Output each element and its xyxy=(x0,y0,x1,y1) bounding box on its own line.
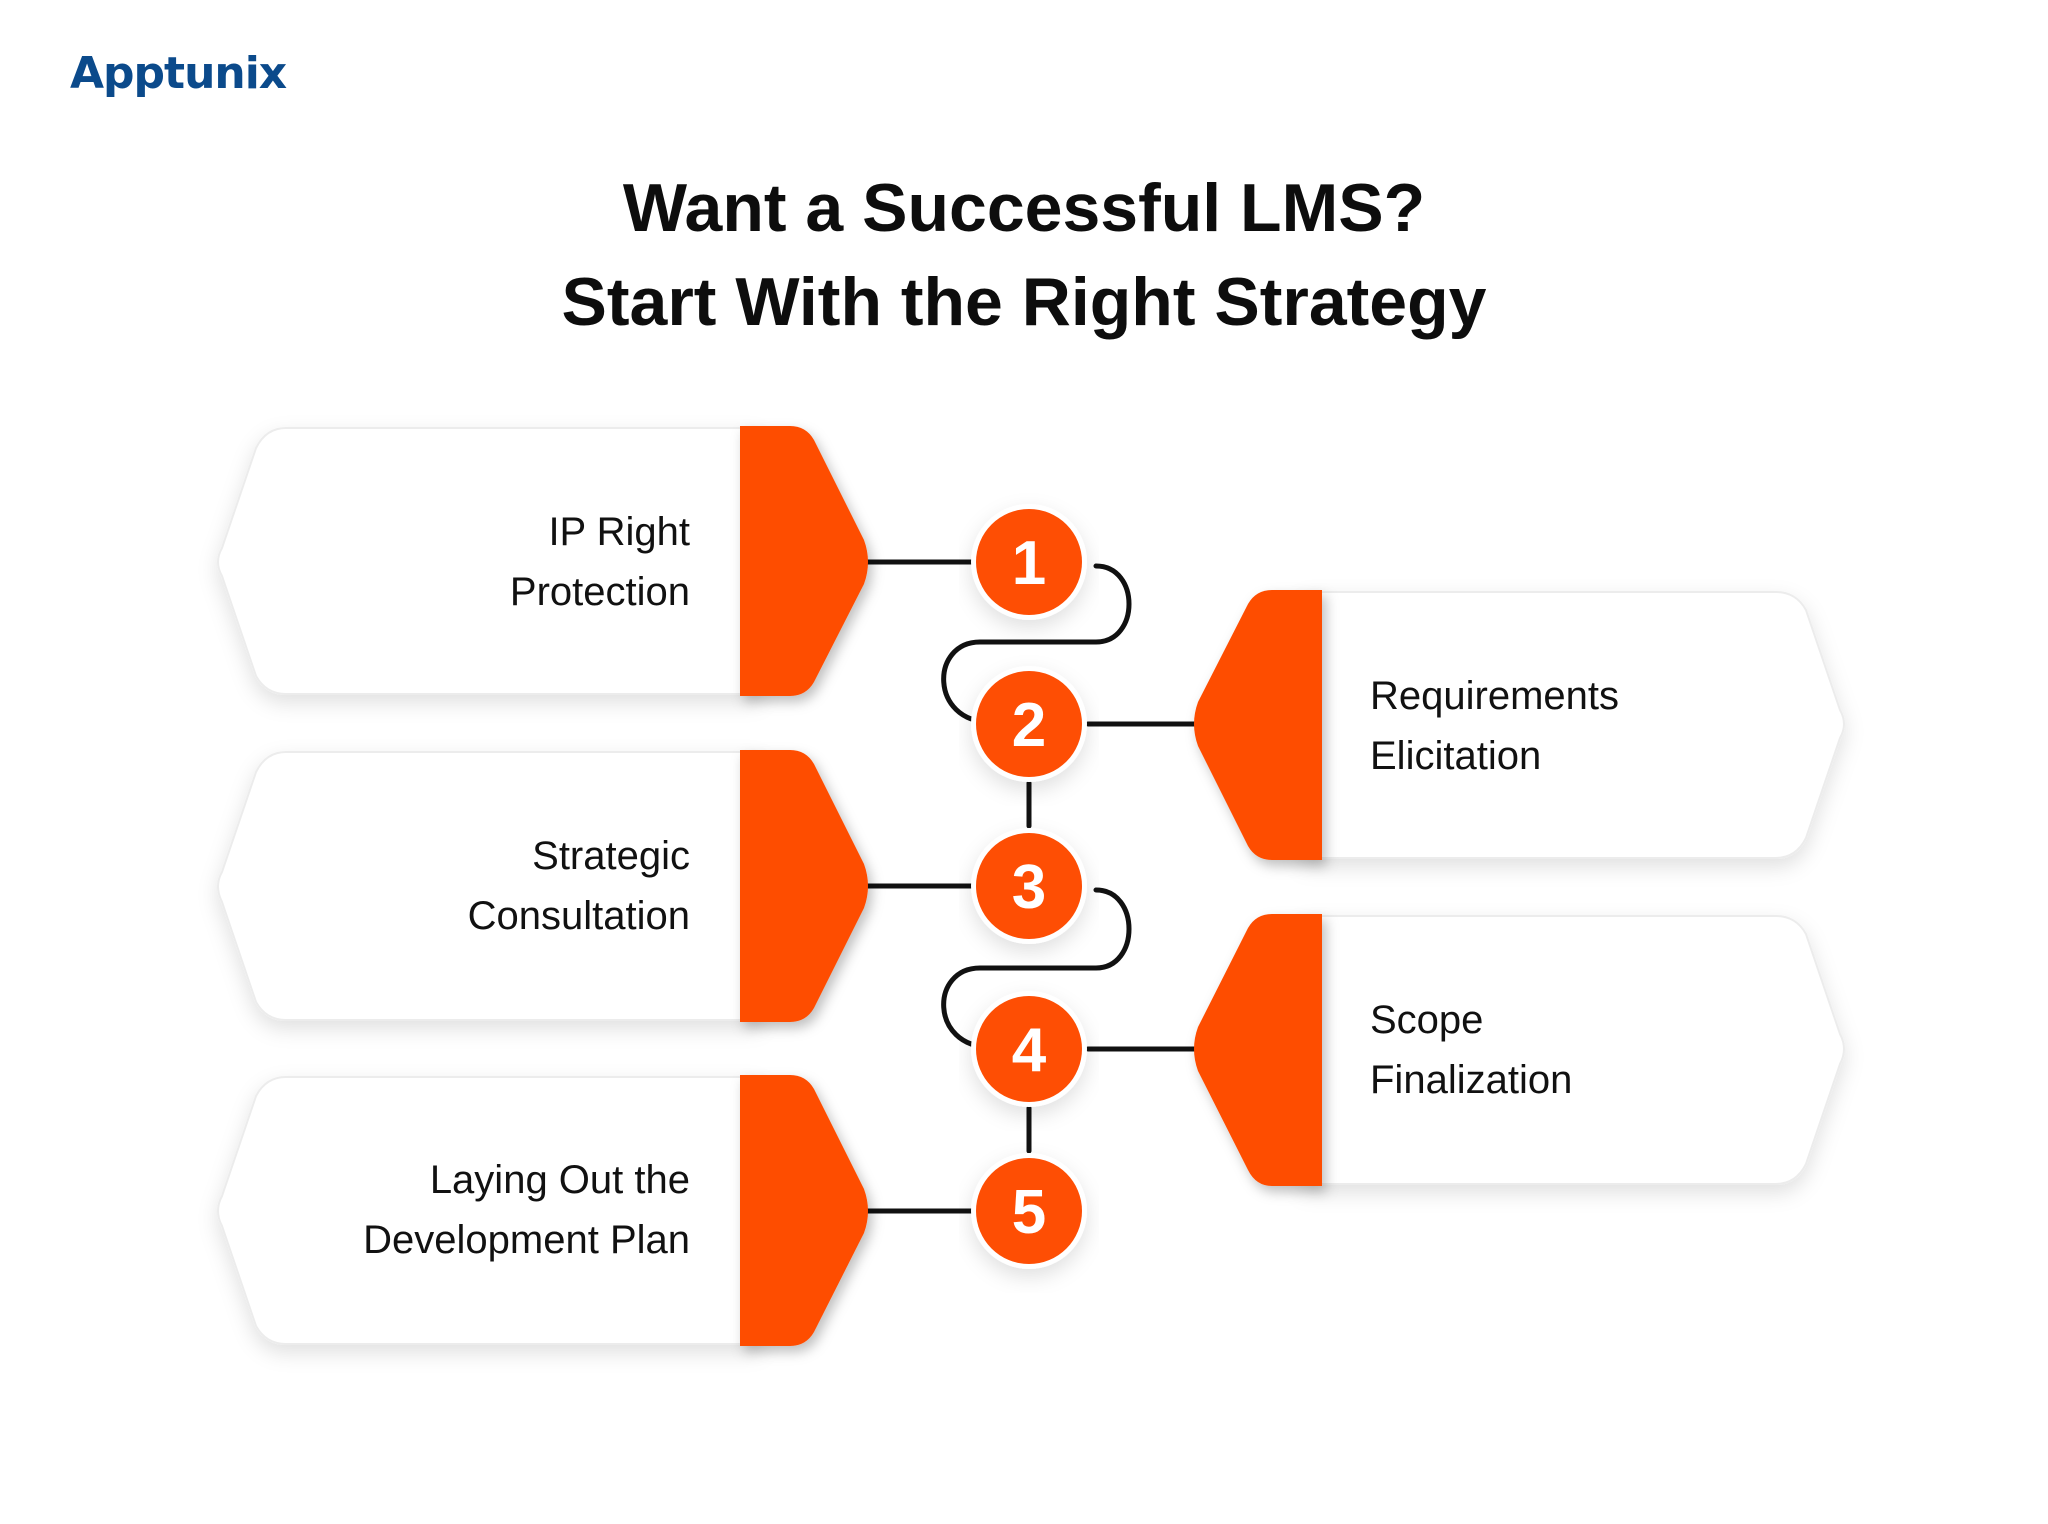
brand-name: Apptunix xyxy=(70,48,287,99)
step-card-5 xyxy=(217,1075,868,1346)
step-number-2: 2 xyxy=(971,666,1087,782)
step-label-4: Scope Finalization xyxy=(1370,990,1790,1110)
card-body xyxy=(1301,915,1845,1185)
card-body xyxy=(217,427,761,695)
card-tab xyxy=(740,750,868,1022)
step-number-4-text: 4 xyxy=(1012,1016,1047,1085)
step-number-5: 5 xyxy=(971,1153,1087,1269)
page-title-line-2: Start With the Right Strategy xyxy=(561,264,1487,340)
page-title-line-1: Want a Successful LMS? xyxy=(622,170,1426,246)
step-label-1-line-1: IP Right xyxy=(548,510,690,554)
step-label-3-line-2: Consultation xyxy=(467,894,690,938)
step-label-1-line-2: Protection xyxy=(509,570,690,614)
card-body xyxy=(217,751,761,1021)
step-card-1 xyxy=(217,426,868,696)
card-tab xyxy=(740,426,868,696)
step-label-1: IP Right Protection xyxy=(300,502,690,622)
card-tab xyxy=(1194,590,1322,860)
step-number-1-text: 1 xyxy=(1012,529,1046,598)
step-label-2-line-1: Requirements xyxy=(1370,674,1620,718)
brand-logo: Apptunix xyxy=(70,48,287,99)
card-body xyxy=(217,1076,761,1345)
step-label-2-line-2: Elicitation xyxy=(1370,734,1542,778)
step-label-3-line-1: Strategic xyxy=(532,834,690,878)
step-number-1: 1 xyxy=(971,504,1087,620)
step-label-5-line-2: Development Plan xyxy=(363,1218,690,1262)
step-number-3-text: 3 xyxy=(1012,853,1046,922)
step-number-5-text: 5 xyxy=(1012,1178,1046,1247)
step-label-5-line-1: Laying Out the xyxy=(429,1158,690,1202)
card-tab xyxy=(1194,914,1322,1186)
step-label-5: Laying Out the Development Plan xyxy=(300,1150,690,1270)
step-label-4-line-2: Finalization xyxy=(1370,1058,1573,1102)
step-label-2: Requirements Elicitation xyxy=(1370,666,1790,786)
step-label-4-line-1: Scope xyxy=(1370,998,1484,1042)
step-label-3: Strategic Consultation xyxy=(300,826,690,946)
step-card-3 xyxy=(217,750,868,1022)
step-number-3: 3 xyxy=(971,828,1087,944)
step-card-2 xyxy=(1194,590,1845,860)
step-card-4 xyxy=(1194,914,1845,1186)
card-tab xyxy=(740,1075,868,1346)
connector-path xyxy=(861,559,1199,1214)
step-number-2-text: 2 xyxy=(1012,691,1046,760)
step-number-4: 4 xyxy=(971,991,1087,1107)
card-body xyxy=(1301,591,1845,859)
